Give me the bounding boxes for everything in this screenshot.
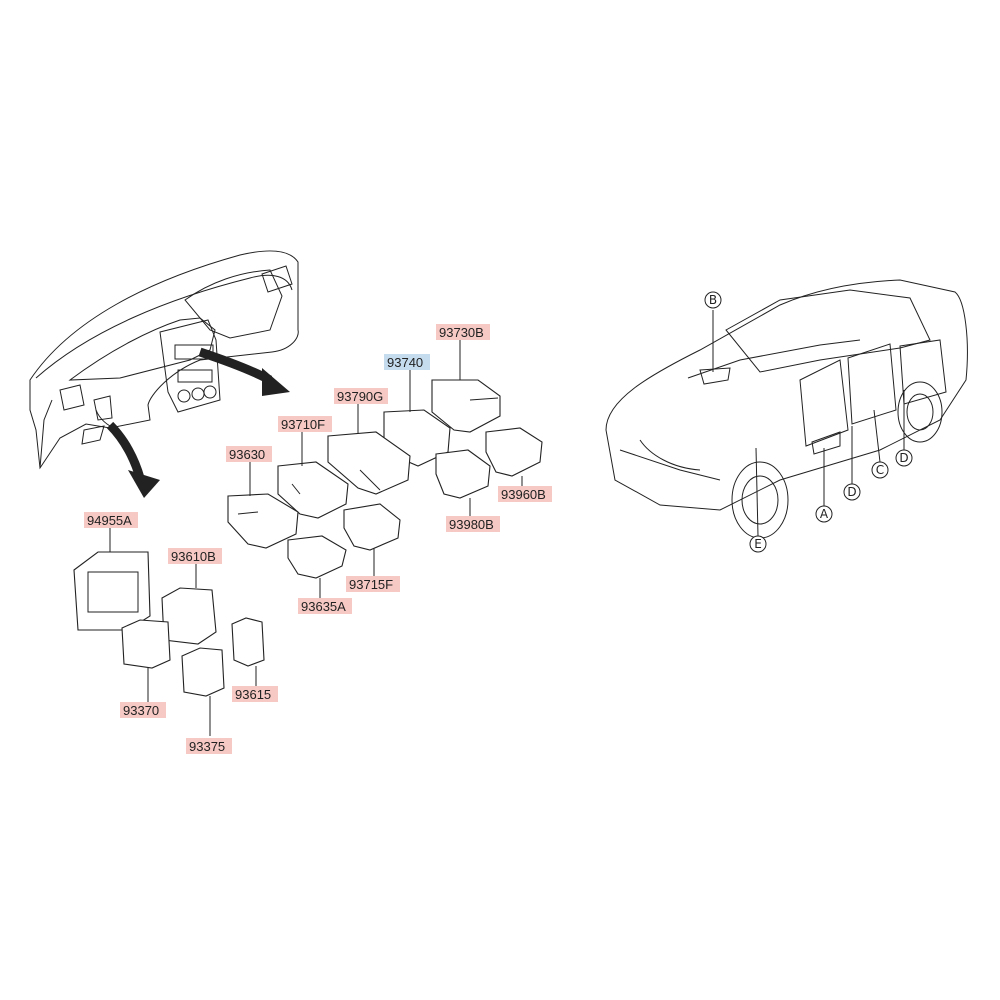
callout-circle	[871, 461, 889, 479]
part-number-label[interactable]: 93370	[123, 703, 159, 718]
callout-layer: A B C D D E	[704, 291, 913, 553]
part-number-label[interactable]: 93375	[189, 739, 225, 754]
callout-circle	[895, 449, 913, 467]
arrow-right	[198, 347, 290, 396]
callout-letter: D	[847, 485, 856, 499]
part-number-label[interactable]: 93635A	[301, 599, 346, 614]
part-label-box	[120, 702, 166, 718]
car-illustration	[605, 279, 968, 539]
part-label-box	[232, 686, 278, 702]
callout-letter: C	[876, 463, 884, 477]
part-label-box	[436, 324, 490, 340]
part-number-label[interactable]: 93960B	[501, 487, 546, 502]
part-number-label[interactable]: 93980B	[449, 517, 494, 532]
part-number-label[interactable]: 93715F	[349, 577, 393, 592]
part-number-label[interactable]: 93610B	[171, 549, 216, 564]
part-number-label[interactable]: 93790G	[337, 389, 383, 404]
part-label-box	[498, 486, 552, 502]
dashboard-illustration	[29, 250, 299, 470]
label-layer: 93730B 93740 93790G 93710F 93630 93960B 93980B…	[84, 324, 552, 754]
callout-circle	[815, 505, 833, 523]
part-label-box	[186, 738, 232, 754]
part-label-box	[84, 512, 138, 528]
part-label-box	[168, 548, 222, 564]
bezel-group	[73, 528, 265, 736]
part-label-box	[346, 576, 400, 592]
leader-lines-center	[249, 336, 523, 600]
callout-letter: B	[709, 293, 717, 307]
part-number-label[interactable]: 93630	[229, 447, 265, 462]
part-label-box	[298, 598, 352, 614]
part-number-label[interactable]: 93710F	[281, 417, 325, 432]
part-number-label[interactable]: 93740	[387, 355, 423, 370]
part-label-box	[278, 416, 332, 432]
part-number-label[interactable]: 93730B	[439, 325, 484, 340]
part-label-box	[446, 516, 500, 532]
car-callout-lines	[712, 310, 905, 537]
callout-circle	[843, 483, 861, 501]
arrow-left	[106, 421, 160, 498]
callout-circle	[704, 291, 722, 309]
callout-circle	[749, 535, 767, 553]
part-label-box	[384, 354, 430, 370]
callout-letter: A	[820, 507, 829, 521]
part-label-box	[226, 446, 272, 462]
part-label-box	[334, 388, 388, 404]
part-number-label[interactable]: 94955A	[87, 513, 132, 528]
callout-letter: D	[899, 451, 908, 465]
switch-group	[227, 379, 543, 579]
callout-letter: E	[754, 537, 762, 551]
part-number-label[interactable]: 93615	[235, 687, 271, 702]
